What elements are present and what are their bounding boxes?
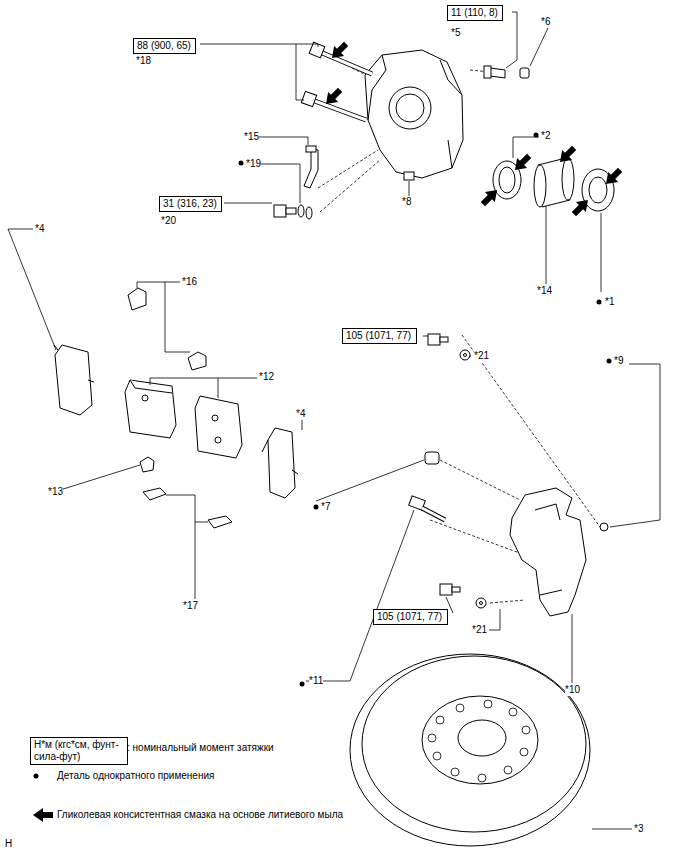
callout-number: *14 <box>537 285 552 297</box>
torque-box: 31 (316, 23) <box>159 196 222 212</box>
callout-number: *21 <box>474 350 489 362</box>
torque-value: 105 (1071, 77) <box>377 611 444 623</box>
callout-number: *9 <box>614 355 623 367</box>
callout-number: *21 <box>472 624 487 636</box>
callout-number: *11 <box>309 675 323 687</box>
torque-box: Н*м (кгс*см, фунт-сила-фут) <box>30 737 128 765</box>
callout-number: *4 <box>296 408 305 420</box>
callout-number: *19 <box>246 158 261 170</box>
torque-box: 88 (900, 65) <box>133 38 196 54</box>
callout-number: *10 <box>565 684 580 696</box>
torque-value: 11 (110, 8) <box>451 7 499 19</box>
callout-number: *1 <box>605 296 614 308</box>
callout-number: *5 <box>451 27 460 39</box>
callout-number: *17 <box>183 600 198 612</box>
callout-number: *2 <box>541 130 550 142</box>
callout-number: H <box>5 838 12 850</box>
legend-text: : номинальный момент затяжки <box>127 742 274 754</box>
callout-number: *7 <box>321 501 330 513</box>
torque-box: 105 (1071, 77) <box>373 609 448 625</box>
callout-number: *15 <box>244 131 259 143</box>
callout-number: *8 <box>402 196 411 208</box>
callout-number: *12 <box>259 371 274 383</box>
callout-number: *4 <box>35 223 44 235</box>
torque-value: 31 (316, 23) <box>163 198 218 210</box>
callout-number: *20 <box>161 215 176 227</box>
torque-box: 105 (1071, 77) <box>342 328 417 344</box>
legend-text: Гликолевая консистентная смазка на основ… <box>57 809 343 821</box>
torque-value: 88 (900, 65) <box>137 40 192 52</box>
callout-number: *16 <box>182 276 197 288</box>
legend-text: Деталь однократного применения <box>57 770 214 782</box>
callout-number: *13 <box>48 486 63 498</box>
torque-value: 105 (1071, 77) <box>346 330 413 342</box>
callout-number: *3 <box>634 823 643 835</box>
torque-box: 11 (110, 8) <box>447 5 503 21</box>
callout-number: *18 <box>136 55 151 67</box>
callout-number: *6 <box>541 16 550 28</box>
torque-value: Н*м (кгс*см, фунт-сила-фут) <box>34 739 124 763</box>
